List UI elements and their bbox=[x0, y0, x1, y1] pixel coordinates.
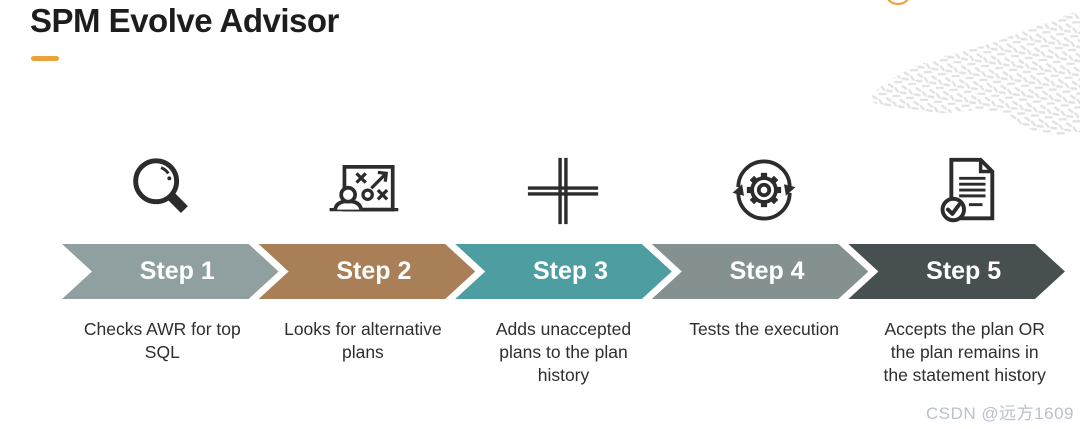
step-descriptions-row: Checks AWR for top SQL Looks for alterna… bbox=[62, 299, 1065, 386]
step-5-label: Step 5 bbox=[926, 257, 1002, 285]
step-1-description: Checks AWR for top SQL bbox=[83, 319, 241, 362]
step-1-label: Step 1 bbox=[139, 257, 215, 285]
process-flow: Step 1 Step 2 Step 3 Step 4 Step 5 Check… bbox=[62, 150, 1065, 386]
swirl-blob bbox=[868, 10, 1080, 136]
csdn-watermark: CSDN @远方1609 bbox=[926, 404, 1074, 423]
step-5-chevron: Step 5 bbox=[848, 244, 1065, 299]
step-5-description: Accepts the plan OR the plan remains in … bbox=[883, 319, 1046, 385]
step-4-chevron: Step 4 bbox=[652, 244, 869, 299]
step-3-label: Step 3 bbox=[532, 257, 608, 285]
document-check-icon bbox=[940, 157, 994, 223]
step-banner: Step 1 Step 2 Step 3 Step 4 Step 5 bbox=[62, 244, 1065, 299]
step-1-chevron: Step 1 bbox=[62, 244, 279, 299]
step-icons-row bbox=[62, 150, 1065, 238]
step-4-description: Tests the execution bbox=[689, 319, 839, 339]
step-2-label: Step 2 bbox=[336, 257, 412, 285]
step-4-label: Step 4 bbox=[729, 257, 805, 285]
page-title: SPM Evolve Advisor bbox=[30, 2, 339, 39]
strategy-board-icon bbox=[329, 164, 399, 212]
orange-arc bbox=[887, 0, 909, 6]
gear-sync-icon bbox=[732, 159, 796, 221]
dotted-swirl-decoration bbox=[868, 0, 1080, 136]
step-3-description: Adds unaccepted plans to the plan histor… bbox=[495, 319, 632, 385]
step-2-chevron: Step 2 bbox=[259, 244, 476, 299]
title-accent-bar bbox=[31, 56, 59, 61]
plus-icon bbox=[528, 157, 599, 225]
step-3-chevron: Step 3 bbox=[455, 244, 672, 299]
step-2-description: Looks for alternative plans bbox=[284, 319, 442, 362]
magnifier-icon bbox=[133, 158, 189, 213]
